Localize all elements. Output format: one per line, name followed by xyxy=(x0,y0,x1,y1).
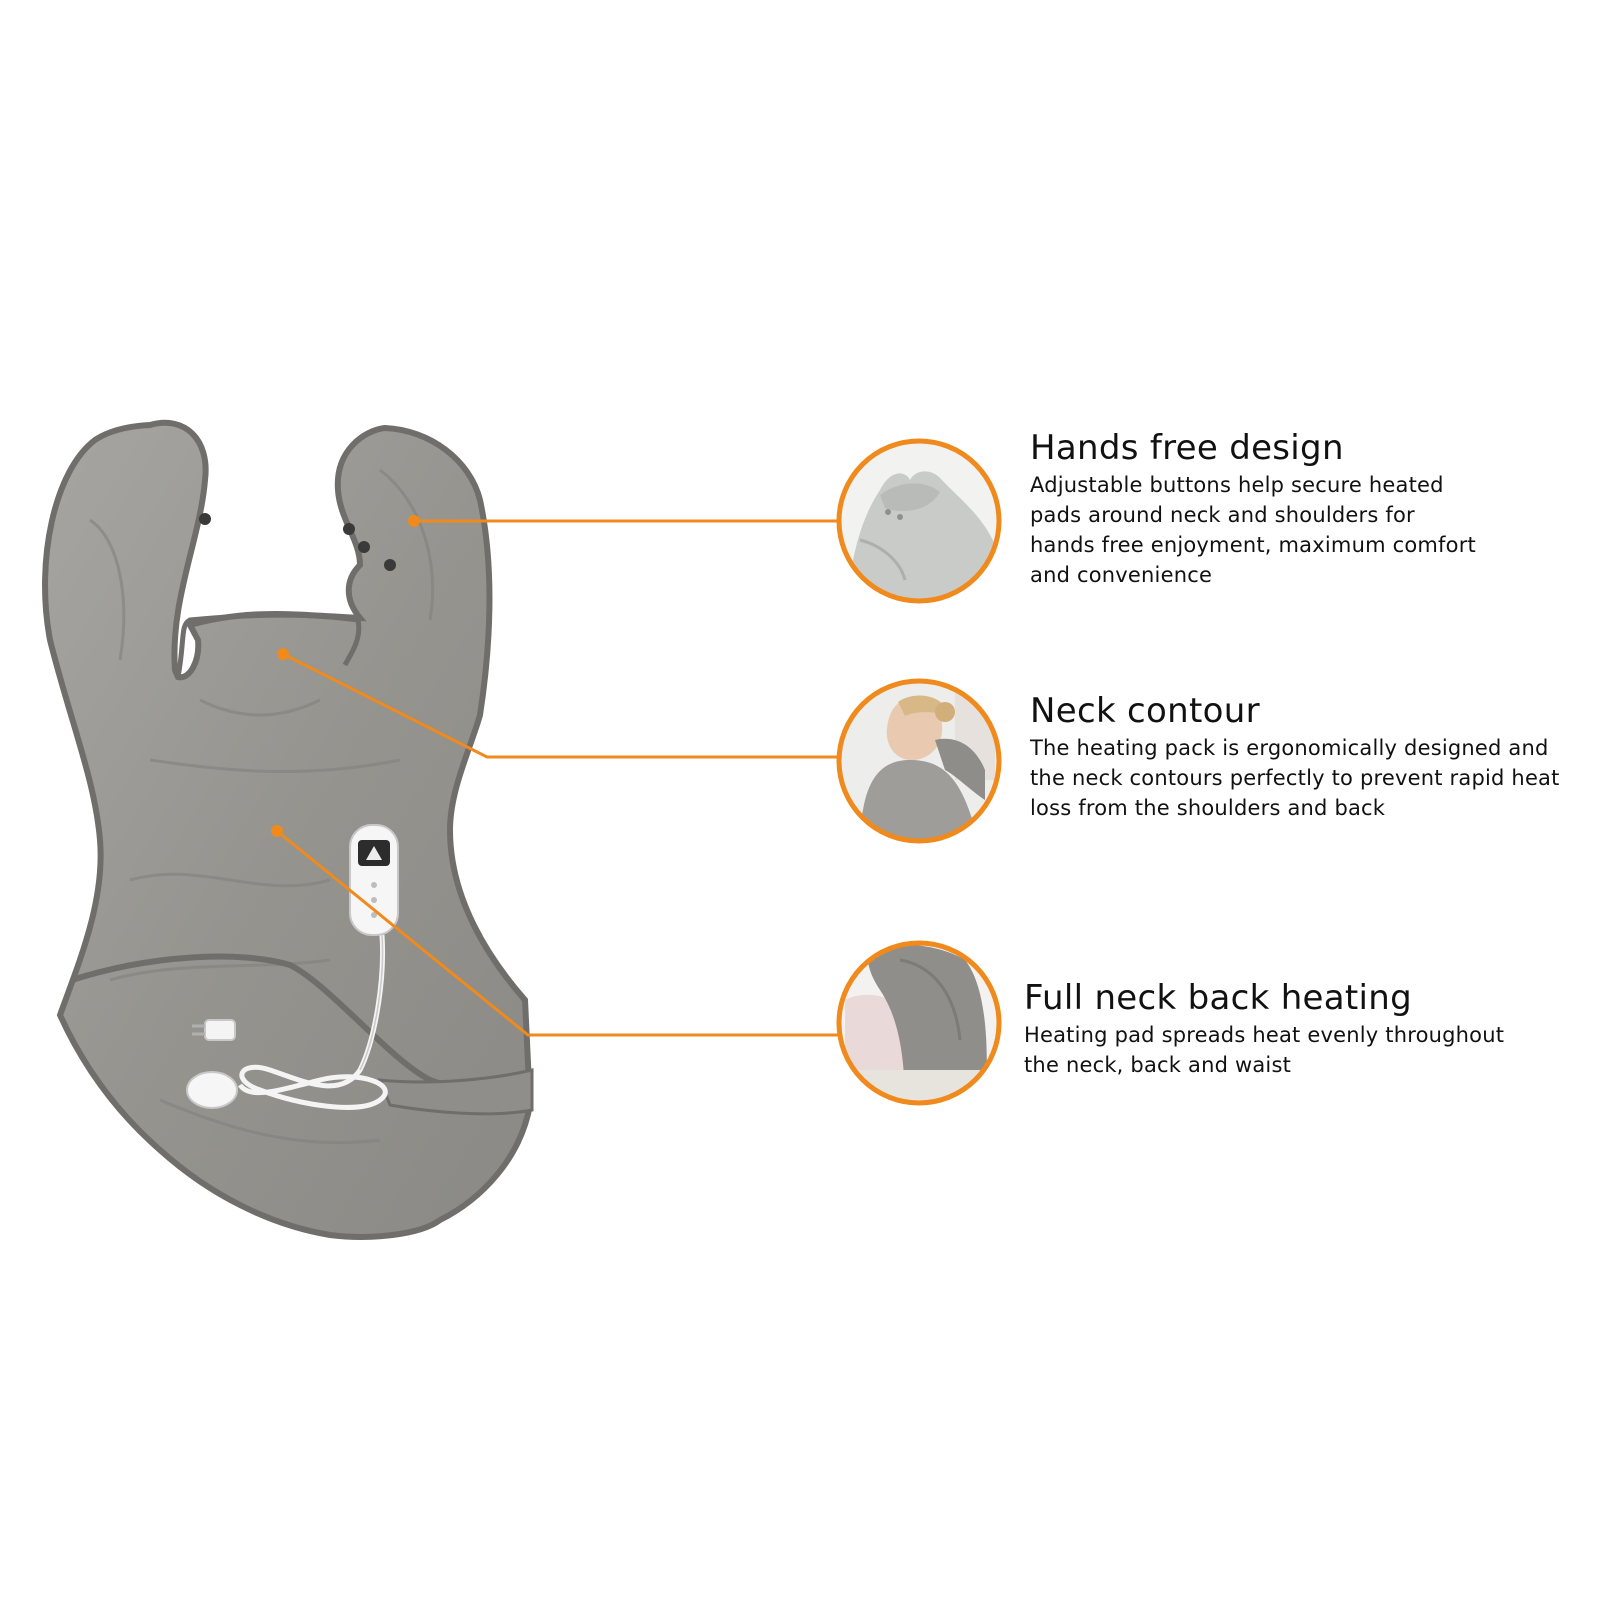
wall-plug-prongs xyxy=(192,1024,205,1036)
neck-contour-seam xyxy=(175,612,362,678)
fabric-texture xyxy=(89,468,434,1145)
feature-full-back-heating: Full neck back heating Heating pad sprea… xyxy=(1024,978,1584,1080)
feature-title: Hands free design xyxy=(1030,428,1344,468)
snap-button xyxy=(358,541,370,553)
wall-plug xyxy=(204,1019,236,1041)
heat-controller xyxy=(186,824,399,1110)
thumbnail-neck-contour xyxy=(836,678,1002,844)
thumbnail-full-back xyxy=(836,940,1002,1106)
callout-dot-1 xyxy=(408,515,420,527)
snap-button xyxy=(384,559,396,571)
callout-dot-2 xyxy=(277,648,289,660)
heating-pad-body xyxy=(42,419,534,1240)
feature-hands-free: Hands free design Adjustable buttons hel… xyxy=(1030,428,1590,590)
callout-line-2 xyxy=(282,652,839,759)
snap-button xyxy=(343,523,355,535)
feature-neck-contour: Neck contour The heating pack is ergonom… xyxy=(1030,691,1590,823)
controller-display-glyph xyxy=(366,846,382,860)
controller-button xyxy=(371,912,377,918)
callout-line-3 xyxy=(276,829,839,1037)
snap-button xyxy=(199,513,211,525)
callout-lines xyxy=(276,519,839,1037)
heating-pad xyxy=(42,419,534,1240)
feature-title: Neck contour xyxy=(1030,691,1260,731)
power-cord-outline xyxy=(359,934,384,1071)
strap-band xyxy=(377,1068,534,1116)
feature-description: Adjustable buttons help secure heated pa… xyxy=(1030,473,1476,587)
controller-button xyxy=(371,897,377,903)
callout-dot-3 xyxy=(271,825,283,837)
controller-button xyxy=(371,882,377,888)
connector-plug xyxy=(186,1071,238,1109)
feature-title: Full neck back heating xyxy=(1024,978,1413,1018)
feature-description: The heating pack is ergonomically design… xyxy=(1030,736,1560,820)
thumbnail-hands-free xyxy=(836,438,1002,604)
feature-description: Heating pad spreads heat evenly througho… xyxy=(1024,1023,1505,1077)
